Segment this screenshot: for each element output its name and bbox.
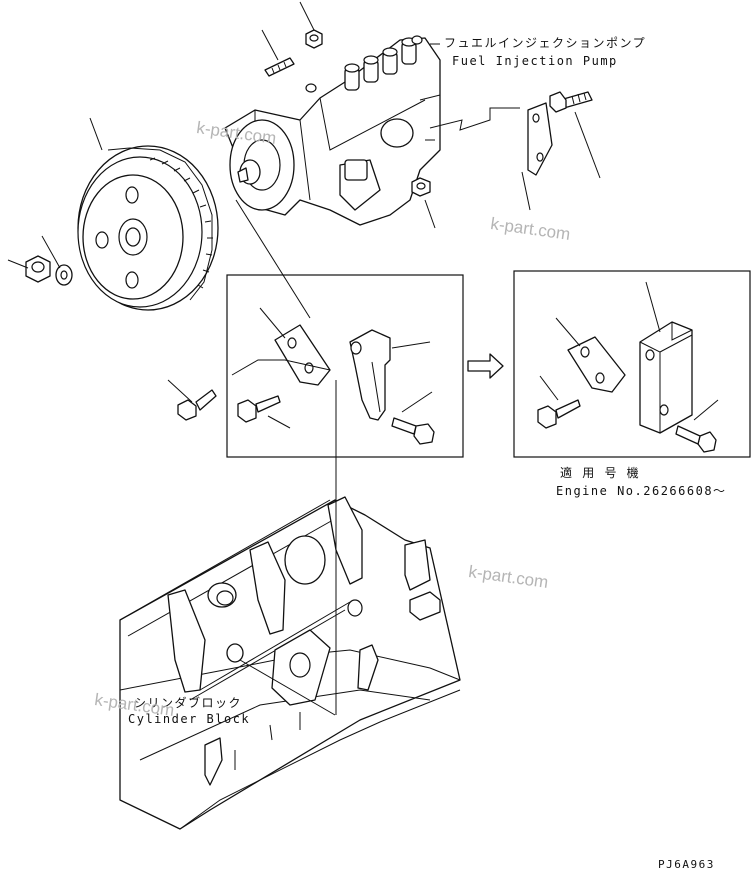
pump-bracket-plate [274, 324, 331, 386]
new-bracket-plate [567, 336, 626, 393]
bolt-mid [237, 395, 281, 423]
timing-gear [77, 145, 219, 311]
new-bolt-left [537, 399, 581, 429]
pump-stud [264, 57, 295, 77]
fuel-injection-pump-label-en: Fuel Injection Pump [452, 54, 618, 68]
gear-nut [25, 255, 51, 283]
detail-frame-new [513, 270, 751, 458]
new-support-block [639, 321, 693, 434]
bolt-right [391, 417, 435, 445]
fuel-injection-pump [224, 35, 441, 226]
applicable-label-jp: 適 用 号 機 [560, 466, 641, 480]
bolt-left [177, 389, 217, 421]
detail-frame-current [226, 274, 464, 458]
pump-top-nut [305, 29, 323, 49]
gear-washer [55, 264, 73, 286]
stay-bracket [527, 102, 553, 176]
engine-number-label: Engine No.26266608～ [556, 484, 727, 498]
cylinder-block-label-jp: シリンダブロック [134, 696, 243, 710]
cylinder-block-label-en: Cylinder Block [128, 712, 251, 726]
pump-bottom-nut [411, 177, 431, 197]
stay-bolt [549, 91, 593, 113]
new-bolt-right [675, 425, 717, 453]
leader-lines [7, 1, 719, 716]
fuel-injection-pump-label-jp: フュエルインジェクションポンプ [444, 36, 647, 50]
right-arrow-icon [467, 353, 504, 379]
cylinder-block [119, 496, 461, 830]
drawing-code: PJ6A963 [658, 858, 715, 871]
pump-support-bracket [349, 329, 391, 421]
